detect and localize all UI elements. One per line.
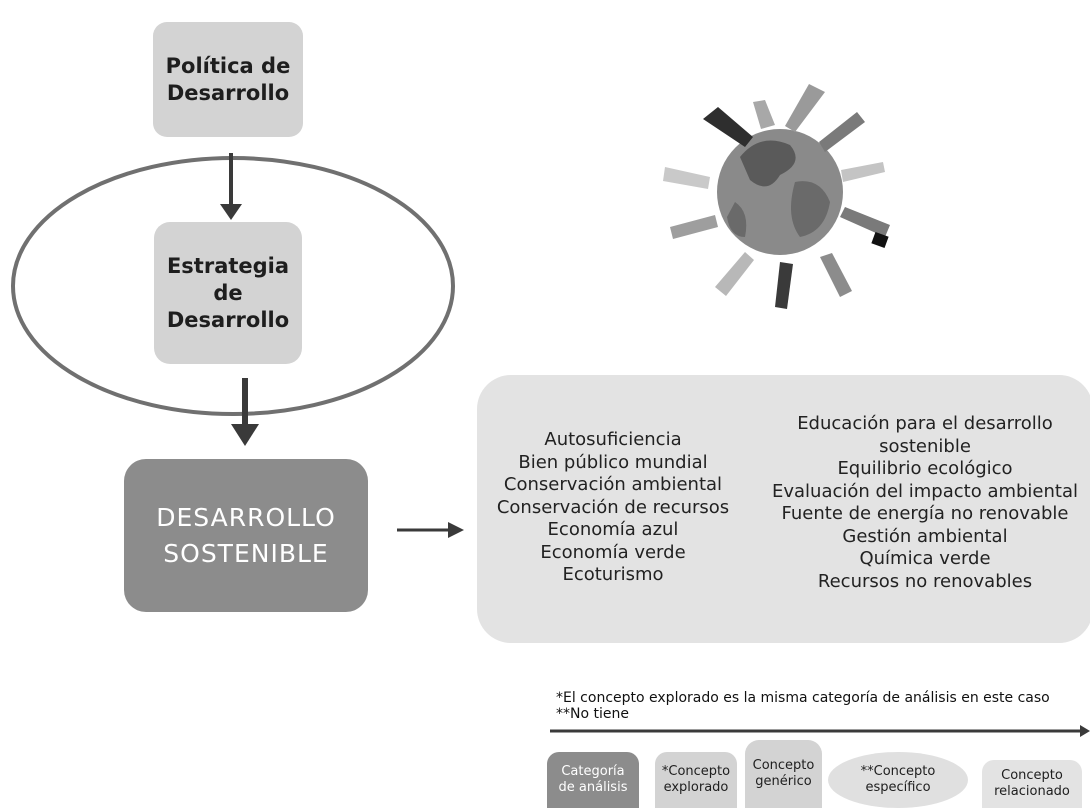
sustainable-development-node: DESARROLLO SOSTENIBLE [124,459,368,612]
concepts-right-column: Educación para el desarrollo sostenible … [752,413,1090,593]
footnote-specific: **No tiene [556,706,629,722]
concept-item: Conservación de recursos [496,496,730,518]
arrow-sustainable-to-concepts [397,522,464,538]
policy-label: Política de Desarrollo [165,53,291,105]
arrow-strategy-to-sustainable [231,378,259,446]
globe-with-hands-icon [663,84,890,309]
concept-item: Recursos no renovables [817,570,1033,592]
legend-axis-arrow [550,725,1090,737]
footnote-explored: *El concepto explorado es la misma categ… [556,690,1050,706]
concept-item: Conservación ambiental [503,474,723,495]
concept-item: Química verde [859,548,991,569]
concept-item: Gestión ambiental [842,525,1008,547]
sustainable-development-label: DESARROLLO SOSTENIBLE [156,502,336,568]
legend-generic-concept: Concepto genérico [745,740,822,808]
concept-item: Evaluación del impacto ambiental [772,480,1078,502]
concepts-left-column: Autosuficiencia Bien público mundial Con… [478,429,748,587]
arrow-policy-to-strategy [220,153,242,220]
legend-specific-concept: **Concepto específico [828,752,968,808]
strategy-label: Estrategia de Desarrollo [166,253,290,332]
concept-item: Autosuficiencia [544,429,682,450]
concept-item: Fuente de energía no renovable [781,503,1069,524]
strategy-node: Estrategia de Desarrollo [154,222,302,364]
policy-node: Política de Desarrollo [153,22,303,137]
legend-related-concept: Concepto relacionado [982,760,1082,808]
legend-category: Categoría de análisis [547,752,639,808]
concept-item: Equilibrio ecológico [837,458,1013,479]
concept-item: Economía azul [547,519,679,540]
related-concepts-panel [477,375,1090,643]
concept-item: sostenible [879,435,971,457]
concept-item: Educación para el desarrollo [797,413,1053,434]
concept-item: Ecoturismo [562,564,664,585]
concept-item: Economía verde [540,541,686,563]
legend-explored-concept: *Concepto explorado [655,752,737,808]
hand-shapes [663,84,890,309]
concept-item: Bien público mundial [518,451,708,473]
